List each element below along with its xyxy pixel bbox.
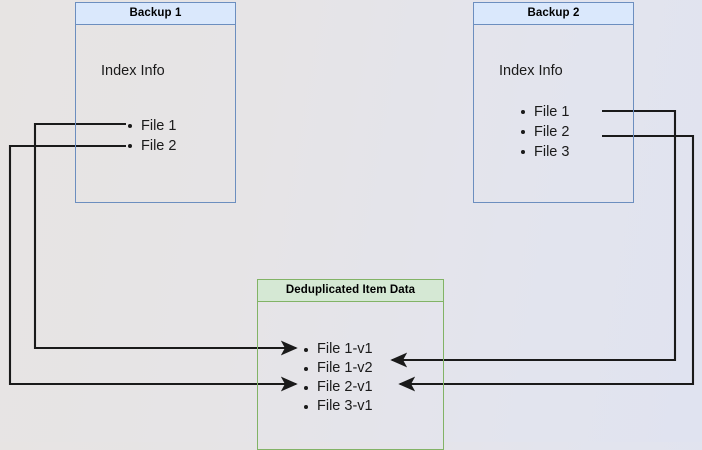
list-item[interactable]: File 1-v1 (302, 340, 373, 359)
edge-backup2-file2-to-dedup-file2v1 (398, 134, 695, 392)
edge-backup1-file1-to-dedup-file1v1 (33, 122, 298, 356)
list-item[interactable]: File 1 (126, 116, 176, 136)
list-item[interactable]: File 2-v1 (302, 378, 373, 397)
list-item[interactable]: File 2 (126, 136, 176, 156)
edge-backup2-file1-to-dedup-file1v2 (390, 109, 677, 368)
node-backup2-body: Index Info File 1 File 2 File 3 (474, 25, 633, 202)
list-item[interactable]: File 1 (519, 102, 569, 122)
edge-backup1-file2-to-dedup-file2v1 (8, 144, 298, 392)
node-backup1-header: Backup 1 (76, 3, 235, 25)
list-item[interactable]: File 2 (519, 122, 569, 142)
node-backup1[interactable]: Backup 1 Index Info File 1 File 2 (75, 2, 236, 203)
list-item[interactable]: File 1-v2 (302, 359, 373, 378)
node-backup1-body: Index Info File 1 File 2 (76, 25, 235, 202)
list-item[interactable]: File 3 (519, 142, 569, 162)
node-backup2-header: Backup 2 (474, 3, 633, 25)
node-backup1-subtitle: Index Info (101, 63, 165, 79)
node-deduplicated-item-data[interactable]: Deduplicated Item Data File 1-v1 File 1-… (257, 279, 444, 450)
node-backup2-subtitle: Index Info (499, 63, 563, 79)
node-dedup-file-list: File 1-v1 File 1-v2 File 2-v1 File 3-v1 (302, 340, 373, 416)
node-backup2-file-list: File 1 File 2 File 3 (519, 102, 569, 162)
node-backup1-file-list: File 1 File 2 (126, 116, 176, 156)
node-backup2[interactable]: Backup 2 Index Info File 1 File 2 File 3 (473, 2, 634, 203)
node-dedup-body: File 1-v1 File 1-v2 File 2-v1 File 3-v1 (258, 302, 443, 449)
node-dedup-header: Deduplicated Item Data (258, 280, 443, 302)
list-item[interactable]: File 3-v1 (302, 397, 373, 416)
